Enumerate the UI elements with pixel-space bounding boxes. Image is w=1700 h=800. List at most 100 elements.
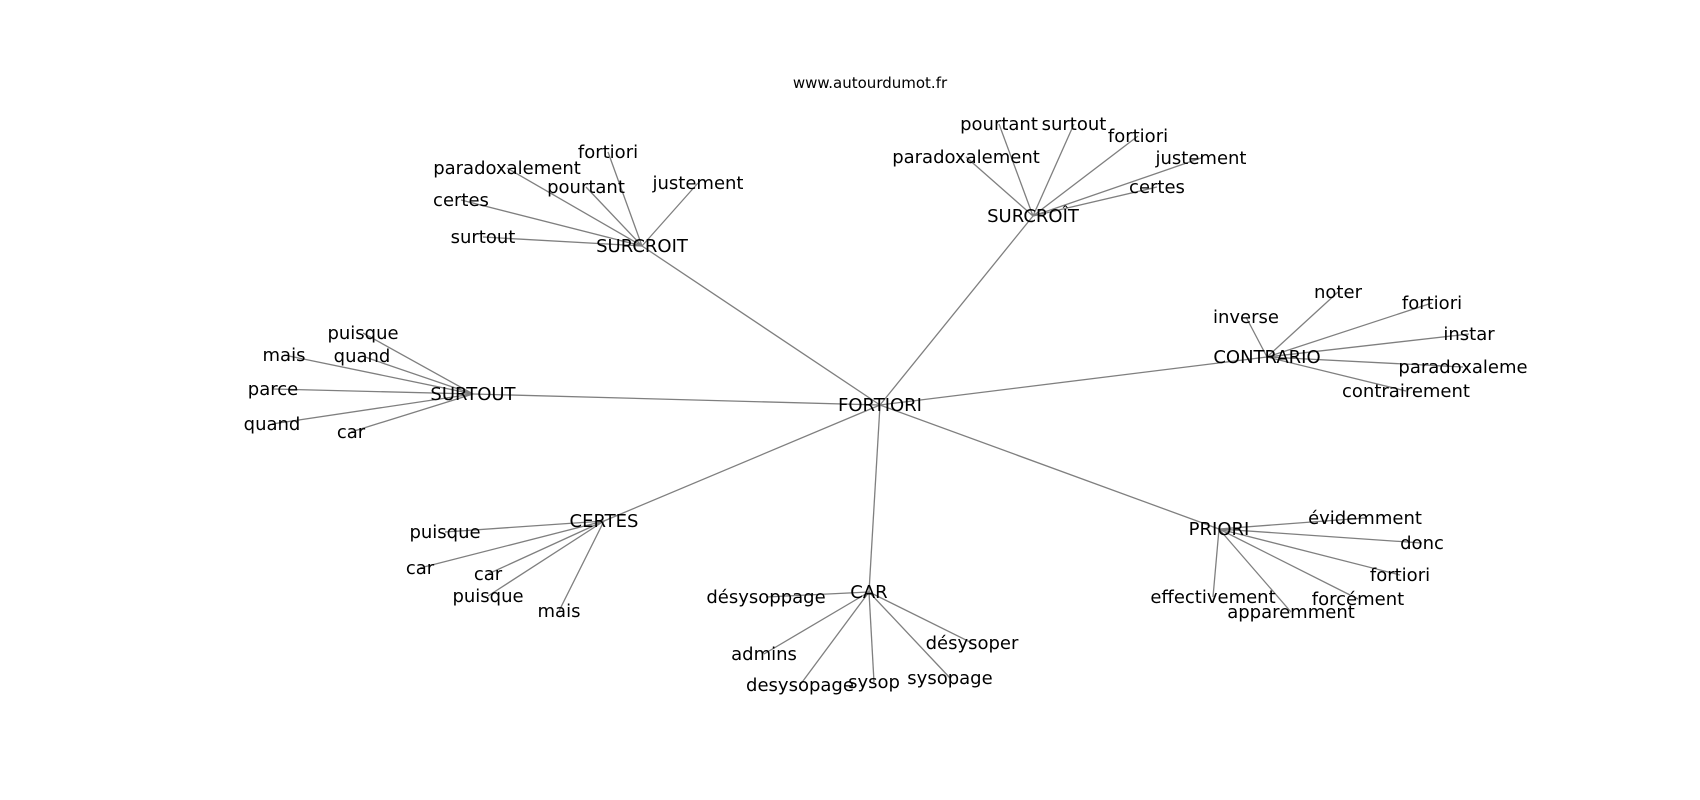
node-st-puisque[interactable]: puisque (327, 323, 398, 344)
node-pr-effectivement[interactable]: effectivement (1150, 587, 1275, 608)
node-ca-sysopage[interactable]: sysopage (907, 668, 992, 689)
edge-car_hub-ca_desysoppage (765, 591, 870, 598)
edge-surcroit_acc-s2_paradoxalement (965, 156, 1034, 217)
node-s2-certes[interactable]: certes (1129, 177, 1185, 198)
node-pr-donc[interactable]: donc (1400, 533, 1444, 554)
edge-car_hub-ca_admins (763, 591, 870, 655)
graph-edges (271, 123, 1470, 686)
edge-surcroit-s1_justement (641, 182, 699, 247)
edge-certes_hub-ce_puisque1 (444, 520, 605, 533)
node-ce-puisque1[interactable]: puisque (409, 522, 480, 543)
edge-fortiori_c-contrario (879, 356, 1268, 406)
edge-surcroit_acc-s2_justement (1032, 157, 1202, 217)
edge-surtout_hub-st_puisque (362, 332, 474, 395)
edge-surtout_hub-st_quand2 (271, 393, 474, 425)
edge-priori-pr_forcement (1218, 528, 1359, 600)
edge-certes_hub-ce_car1 (419, 520, 605, 569)
node-ce-puisque2[interactable]: puisque (452, 586, 523, 607)
edge-fortiori_c-surcroit_acc (879, 215, 1034, 406)
edge-fortiori_c-car_hub (868, 404, 881, 593)
edge-contrario-co_instar (1266, 333, 1470, 358)
edge-contrario-co_contrairement (1266, 356, 1407, 392)
edge-surtout_hub-st_quand1 (361, 355, 474, 395)
node-ca-admins[interactable]: admins (731, 644, 797, 665)
hub-node-fortiori-c[interactable]: FORTIORI (838, 395, 922, 416)
edge-fortiori_c-priori (879, 404, 1220, 530)
node-co-noter[interactable]: noter (1314, 282, 1363, 303)
edge-surcroit_acc-s2_pourtant (998, 123, 1034, 217)
node-pr-forcement[interactable]: forcément (1312, 589, 1404, 610)
edge-contrario-co_fortiori (1266, 302, 1433, 358)
edge-surcroit_acc-s2_surtout (1032, 123, 1075, 217)
hub-node-priori[interactable]: PRIORI (1189, 519, 1250, 540)
edge-surcroit_acc-s2_certes (1032, 186, 1158, 217)
edge-surtout_hub-st_car (350, 393, 474, 433)
node-st-mais[interactable]: mais (263, 345, 306, 366)
node-s1-justement[interactable]: justement (652, 173, 744, 194)
node-s2-paradoxalement[interactable]: paradoxalement (892, 147, 1040, 168)
hub-node-surtout-hub[interactable]: SURTOUT (430, 384, 516, 405)
node-s1-fortiori[interactable]: fortiori (578, 142, 638, 163)
node-s1-pourtant[interactable]: pourtant (547, 177, 625, 198)
node-ce-car1[interactable]: car (406, 558, 435, 579)
edge-surtout_hub-st_mais (283, 354, 474, 395)
node-co-instar[interactable]: instar (1443, 324, 1495, 345)
edge-priori-pr_donc (1218, 528, 1423, 544)
node-st-car[interactable]: car (337, 422, 366, 443)
edge-certes_hub-ce_puisque2 (487, 520, 605, 597)
hub-node-contrario[interactable]: CONTRARIO (1213, 347, 1320, 368)
node-s1-certes[interactable]: certes (433, 190, 489, 211)
node-ce-mais[interactable]: mais (538, 601, 581, 622)
edge-surcroit-s1_paradoxalement (506, 167, 643, 247)
edge-surcroit-s1_pourtant (585, 186, 643, 247)
edge-priori-pr_effectivement (1212, 528, 1220, 598)
node-s1-surtout[interactable]: surtout (451, 227, 516, 248)
edge-car_hub-ca_desysoper (868, 591, 973, 644)
site-url: www.autourdumot.fr (793, 74, 948, 92)
edge-surcroit-s1_fortiori (607, 151, 643, 247)
node-s2-justement[interactable]: justement (1155, 148, 1247, 169)
node-ce-car2[interactable]: car (474, 564, 503, 585)
edge-fortiori_c-surtout_hub (472, 393, 881, 406)
node-pr-fortiori[interactable]: fortiori (1370, 565, 1430, 586)
edge-car_hub-ca_sysopage (868, 591, 951, 679)
edge-priori-pr_evidemment (1218, 517, 1366, 530)
hub-node-surcroit-acc[interactable]: SURCROÎT (987, 205, 1080, 227)
edge-car_hub-ca_desysopage (799, 591, 870, 686)
edge-surtout_hub-st_parce (272, 388, 474, 395)
hub-node-certes-hub[interactable]: CERTES (570, 511, 639, 532)
node-ca-desysoppage[interactable]: désysoppage (706, 587, 825, 608)
node-s1-paradoxalement[interactable]: paradoxalement (433, 158, 581, 179)
node-s2-surtout[interactable]: surtout (1042, 114, 1107, 135)
hub-node-surcroit[interactable]: SURCROIT (596, 236, 689, 257)
node-st-quand2[interactable]: quand (244, 414, 301, 435)
node-st-quand1[interactable]: quand (334, 346, 391, 367)
edge-fortiori_c-certes_hub (603, 404, 881, 522)
node-s2-pourtant[interactable]: pourtant (960, 114, 1038, 135)
edge-surcroit-s1_certes (460, 199, 643, 247)
node-co-inverse[interactable]: inverse (1213, 307, 1279, 328)
edge-contrario-co_inverse (1245, 316, 1268, 358)
node-pr-evidemment[interactable]: évidemment (1308, 508, 1422, 529)
edge-surcroit_acc-s2_fortiori (1032, 135, 1139, 217)
edge-certes_hub-ce_mais (558, 520, 605, 612)
hub-node-car-hub[interactable]: CAR (850, 582, 887, 603)
node-ca-sysop[interactable]: sysop (848, 672, 900, 693)
node-ca-desysopage[interactable]: desysopage (746, 675, 854, 696)
edge-certes_hub-ce_car2 (487, 520, 605, 575)
node-ca-desysoper[interactable]: désysoper (926, 633, 1019, 654)
node-co-contrairement[interactable]: contrairement (1342, 381, 1470, 402)
edge-priori-pr_fortiori (1218, 528, 1401, 576)
graph-node-labels: FORTIORI SURCROIT SURCROÎT SURTOUT CONTRARIO… (244, 114, 1528, 696)
node-co-paradoxaleme[interactable]: paradoxaleme (1398, 357, 1527, 378)
node-co-fortiori[interactable]: fortiori (1402, 293, 1462, 314)
node-pr-apparemment[interactable]: apparemment (1227, 602, 1355, 623)
edge-priori-pr_apparemment (1218, 528, 1292, 613)
edge-contrario-co_noter (1266, 291, 1339, 358)
edge-car_hub-ca_sysop (868, 591, 875, 683)
node-st-parce[interactable]: parce (248, 379, 298, 400)
edge-fortiori_c-surcroit (641, 245, 881, 406)
node-s2-fortiori[interactable]: fortiori (1108, 126, 1168, 147)
edge-contrario-co_paradoxaleme (1266, 356, 1464, 368)
